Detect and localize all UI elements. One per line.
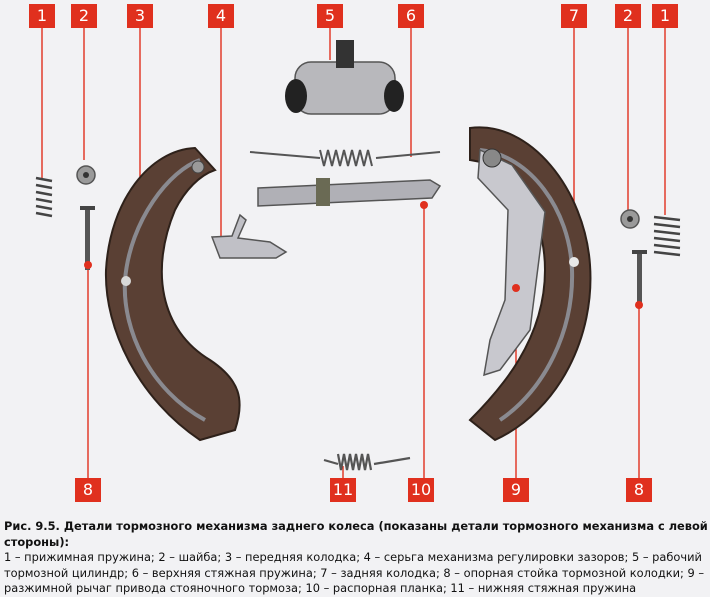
callout-11: 11	[330, 478, 356, 502]
washer-left	[76, 165, 96, 185]
callout-8-right: 8	[626, 478, 652, 502]
lower-return-spring	[323, 453, 411, 471]
parking-brake-lever	[477, 148, 546, 377]
caption-title: Рис. 9.5. Детали тормозного механизма за…	[4, 519, 708, 549]
hold-down-spring-right	[653, 215, 681, 257]
callout-2-right: 2	[615, 4, 641, 28]
callout-6: 6	[398, 4, 424, 28]
figure-caption: Рис. 9.5. Детали тормозного механизма за…	[4, 519, 708, 597]
callout-2-left: 2	[71, 4, 97, 28]
callout-3: 3	[127, 4, 153, 28]
support-pin-left	[80, 206, 95, 270]
strut-bar	[257, 178, 442, 209]
callout-9: 9	[503, 478, 529, 502]
wheel-cylinder	[285, 40, 404, 115]
callout-4: 4	[208, 4, 234, 28]
caption-body: 1 – прижимная пружина; 2 – шайба; 3 – пе…	[4, 550, 705, 595]
support-pin-right	[632, 250, 647, 309]
callout-8-left: 8	[75, 478, 101, 502]
leading-shoe	[104, 146, 241, 442]
hold-down-spring-left	[35, 176, 53, 218]
callout-1-left: 1	[29, 4, 55, 28]
washer-right	[620, 209, 640, 229]
callout-1-right: 1	[652, 4, 678, 28]
callout-5: 5	[317, 4, 343, 28]
callout-10: 10	[408, 478, 434, 502]
upper-return-spring	[249, 149, 441, 167]
callout-7: 7	[561, 4, 587, 28]
adjuster-link	[210, 213, 288, 259]
